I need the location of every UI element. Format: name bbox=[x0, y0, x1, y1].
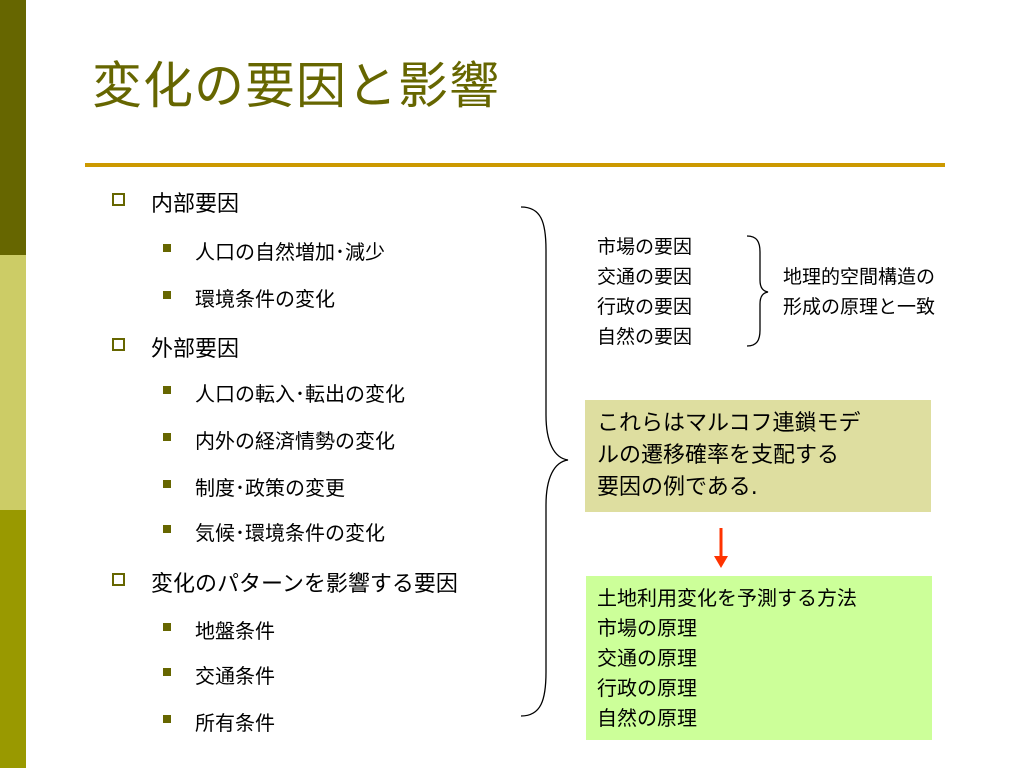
markov-note-line: これらはマルコフ連鎖モデ bbox=[597, 411, 861, 436]
sub-bullet-label: 所有条件 bbox=[195, 711, 275, 735]
hollow-square-bullet-icon bbox=[112, 573, 125, 586]
slide-title: 変化の要因と影響 bbox=[92, 57, 500, 115]
factor-item: 自然の要因 bbox=[597, 326, 693, 348]
square-bullet-icon bbox=[163, 244, 171, 252]
principle-line: 形成の原理と一致 bbox=[783, 296, 936, 318]
sub-bullet-label: 制度･政策の変更 bbox=[195, 476, 345, 500]
square-bullet-icon bbox=[163, 715, 171, 723]
sidebar-band-bottom bbox=[0, 510, 26, 768]
square-bullet-icon bbox=[163, 525, 171, 533]
hollow-square-bullet-icon bbox=[112, 338, 125, 351]
method-line: 市場の原理 bbox=[597, 616, 697, 640]
sub-bullet-label: 気候･環境条件の変化 bbox=[195, 521, 385, 545]
markov-note-box: これらはマルコフ連鎖モデ ルの遷移確率を支配する 要因の例である. bbox=[585, 400, 931, 512]
sub-bullet-label: 内外の経済情勢の変化 bbox=[195, 429, 395, 453]
factor-item: 行政の要因 bbox=[597, 296, 693, 318]
sub-bullet-label: 人口の自然増加･減少 bbox=[195, 240, 385, 264]
bullet-label: 内部要因 bbox=[151, 192, 240, 217]
square-bullet-icon bbox=[163, 480, 171, 488]
hollow-square-bullet-icon bbox=[112, 193, 125, 206]
sub-bullet-label: 地盤条件 bbox=[195, 619, 275, 643]
title-rule bbox=[85, 163, 945, 167]
bullet-label: 変化のパターンを影響する要因 bbox=[151, 572, 458, 597]
square-bullet-icon bbox=[163, 291, 171, 299]
square-bullet-icon bbox=[163, 668, 171, 676]
bullet-label: 外部要因 bbox=[151, 337, 240, 362]
down-arrow-icon bbox=[714, 528, 728, 568]
factor-item: 市場の要因 bbox=[597, 236, 693, 258]
factor-item: 交通の要因 bbox=[597, 266, 693, 288]
method-line: 土地利用変化を予測する方法 bbox=[597, 586, 857, 610]
factor-list: 市場の要因 交通の要因 行政の要因 自然の要因 bbox=[597, 232, 692, 352]
square-bullet-icon bbox=[163, 433, 171, 441]
sidebar-band-middle bbox=[0, 255, 26, 510]
method-line: 交通の原理 bbox=[597, 646, 697, 670]
sub-bullet-label: 人口の転入･転出の変化 bbox=[195, 382, 405, 406]
sidebar-band-top bbox=[0, 0, 26, 255]
prediction-method-box: 土地利用変化を予測する方法 市場の原理 交通の原理 行政の原理 自然の原理 bbox=[586, 576, 932, 740]
sub-bullet-label: 環境条件の変化 bbox=[195, 287, 335, 311]
small-right-brace-icon bbox=[746, 235, 769, 347]
sub-bullet-label: 交通条件 bbox=[195, 664, 275, 688]
markov-note-line: ルの遷移確率を支配する bbox=[597, 443, 840, 468]
square-bullet-icon bbox=[163, 386, 171, 394]
square-bullet-icon bbox=[163, 623, 171, 631]
principle-text: 地理的空間構造の 形成の原理と一致 bbox=[783, 262, 935, 322]
method-line: 行政の原理 bbox=[597, 676, 697, 700]
large-right-brace-icon bbox=[520, 206, 569, 717]
principle-line: 地理的空間構造の bbox=[783, 266, 936, 288]
markov-note-line: 要因の例である. bbox=[597, 475, 758, 500]
method-line: 自然の原理 bbox=[597, 706, 697, 730]
